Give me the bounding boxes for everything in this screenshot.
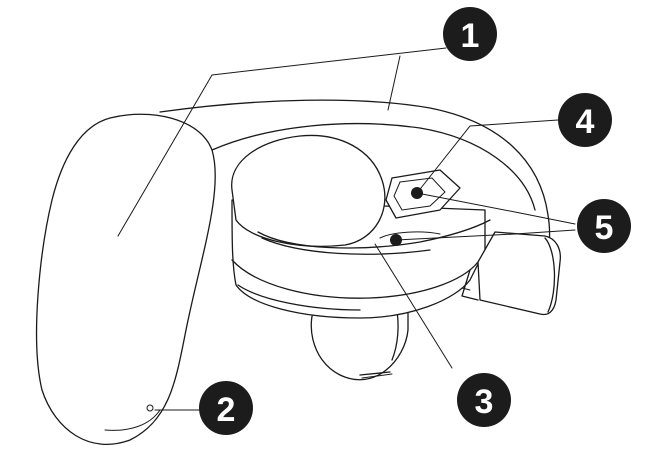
callout-3: 3 xyxy=(457,373,511,427)
callout-1: 1 xyxy=(443,7,497,61)
leader-lines xyxy=(117,47,576,411)
side-attachment xyxy=(461,231,561,316)
callout-2: 2 xyxy=(199,381,253,435)
top-cap xyxy=(231,134,491,255)
callout-3-label: 3 xyxy=(475,383,494,421)
callout-5-label: 5 xyxy=(595,209,614,247)
callout-4: 4 xyxy=(558,93,612,147)
callout-5: 5 xyxy=(577,199,631,253)
small-button xyxy=(146,404,154,412)
left-pad xyxy=(35,113,216,445)
outer-shell xyxy=(159,99,551,273)
callout-2-label: 2 xyxy=(217,391,236,429)
callout-4-label: 4 xyxy=(576,103,595,141)
callout-1-label: 1 xyxy=(461,17,480,55)
lower-dome xyxy=(310,299,409,381)
